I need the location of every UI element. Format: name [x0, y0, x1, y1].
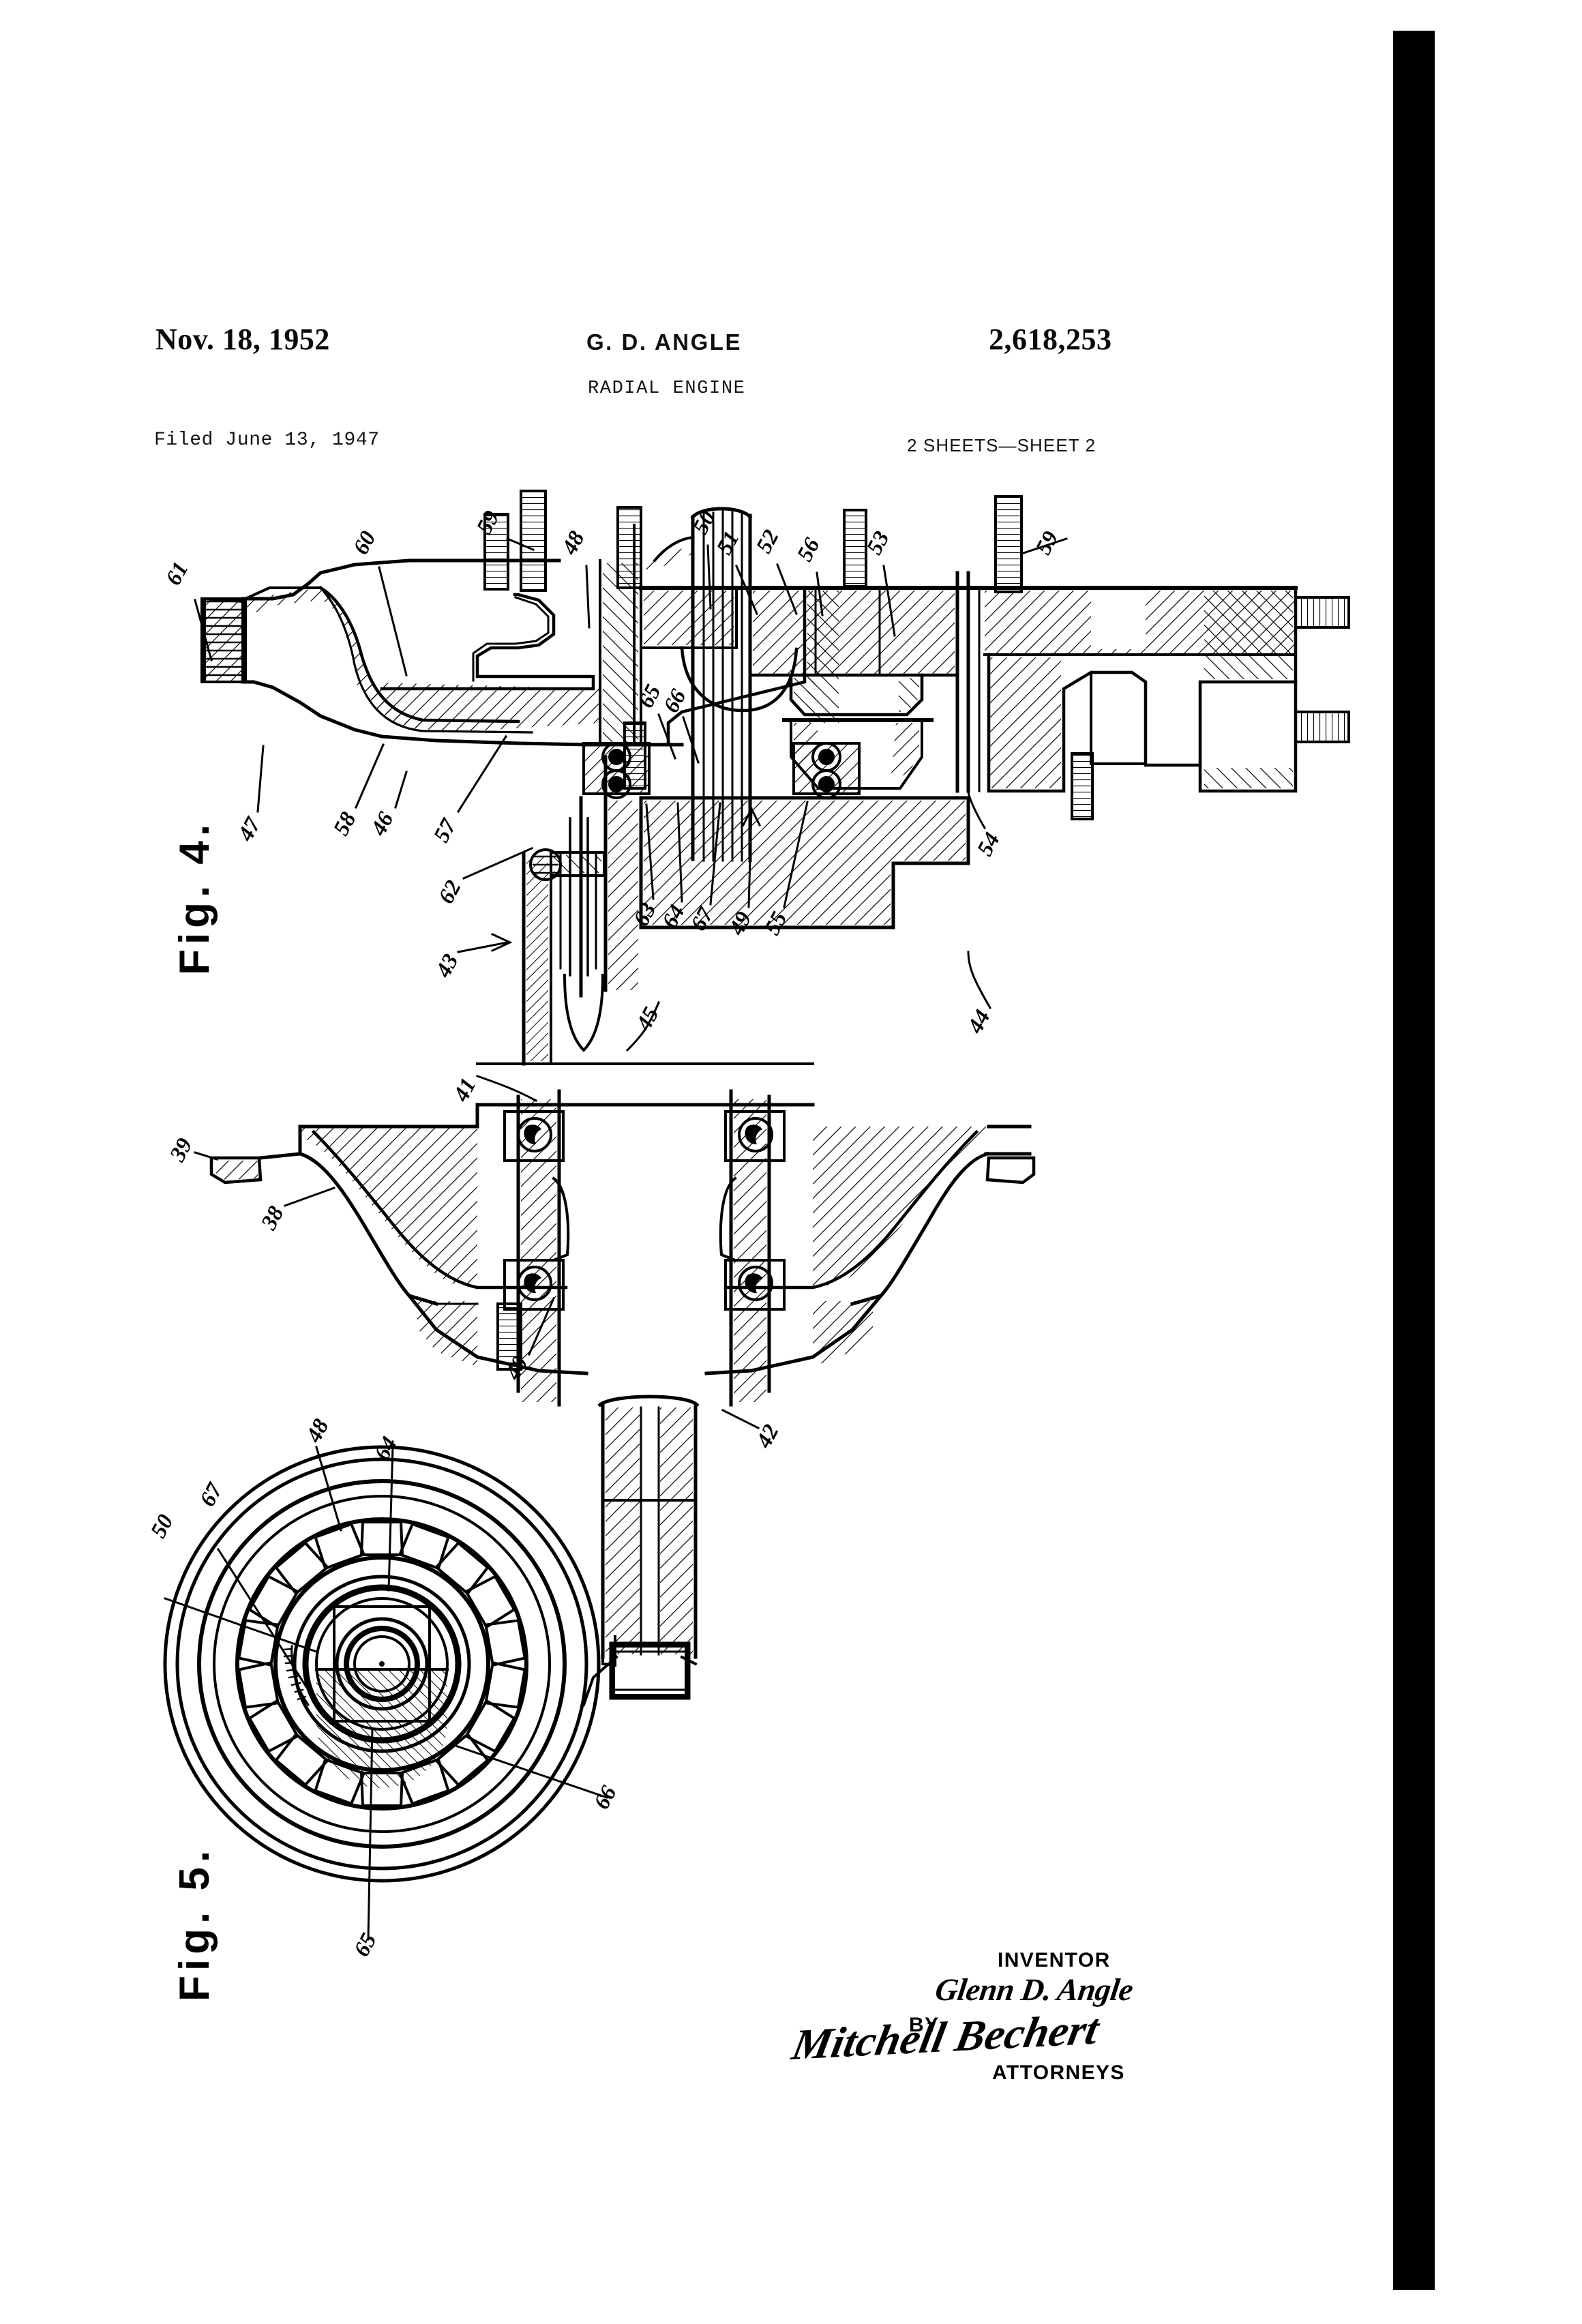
patent-number: 2,618,253 [989, 323, 1112, 356]
lower-crankcase-section [209, 1062, 1036, 1407]
propeller-shaft-taper [582, 1395, 700, 1707]
filing-date: Filed June 13, 1947 [154, 430, 380, 451]
inventor-name-caps: G. D. ANGLE [586, 329, 742, 355]
figure-label-fig-5: Fig. 5. [171, 1845, 218, 2001]
sheet-count: 2 SHEETS—SHEET 2 [907, 435, 1096, 456]
lower-hub-bearings [496, 1089, 786, 1407]
fig-4-leader-lines [194, 537, 1068, 1430]
nose-housing-section [200, 558, 684, 747]
inventor-label: INVENTOR [998, 1949, 1111, 1971]
by-label: BY [909, 2014, 940, 2036]
main-bearing-assembly-upper [582, 742, 861, 799]
right-housing-section [955, 571, 1350, 793]
scan-edge-bar [1393, 31, 1435, 2290]
mid-body-block [522, 755, 970, 1066]
figure-label-fig-4: Fig. 4. [171, 819, 218, 975]
attorneys-label: ATTORNEYS [992, 2061, 1125, 2084]
inventor-signature: Glenn D. Angle [933, 1972, 1135, 2007]
patent-date: Nov. 18, 1952 [155, 323, 330, 356]
fig-5-drawing [163, 1444, 608, 1941]
patent-title: RADIAL ENGINE [588, 378, 746, 399]
fig-4-drawing [200, 490, 1350, 1707]
